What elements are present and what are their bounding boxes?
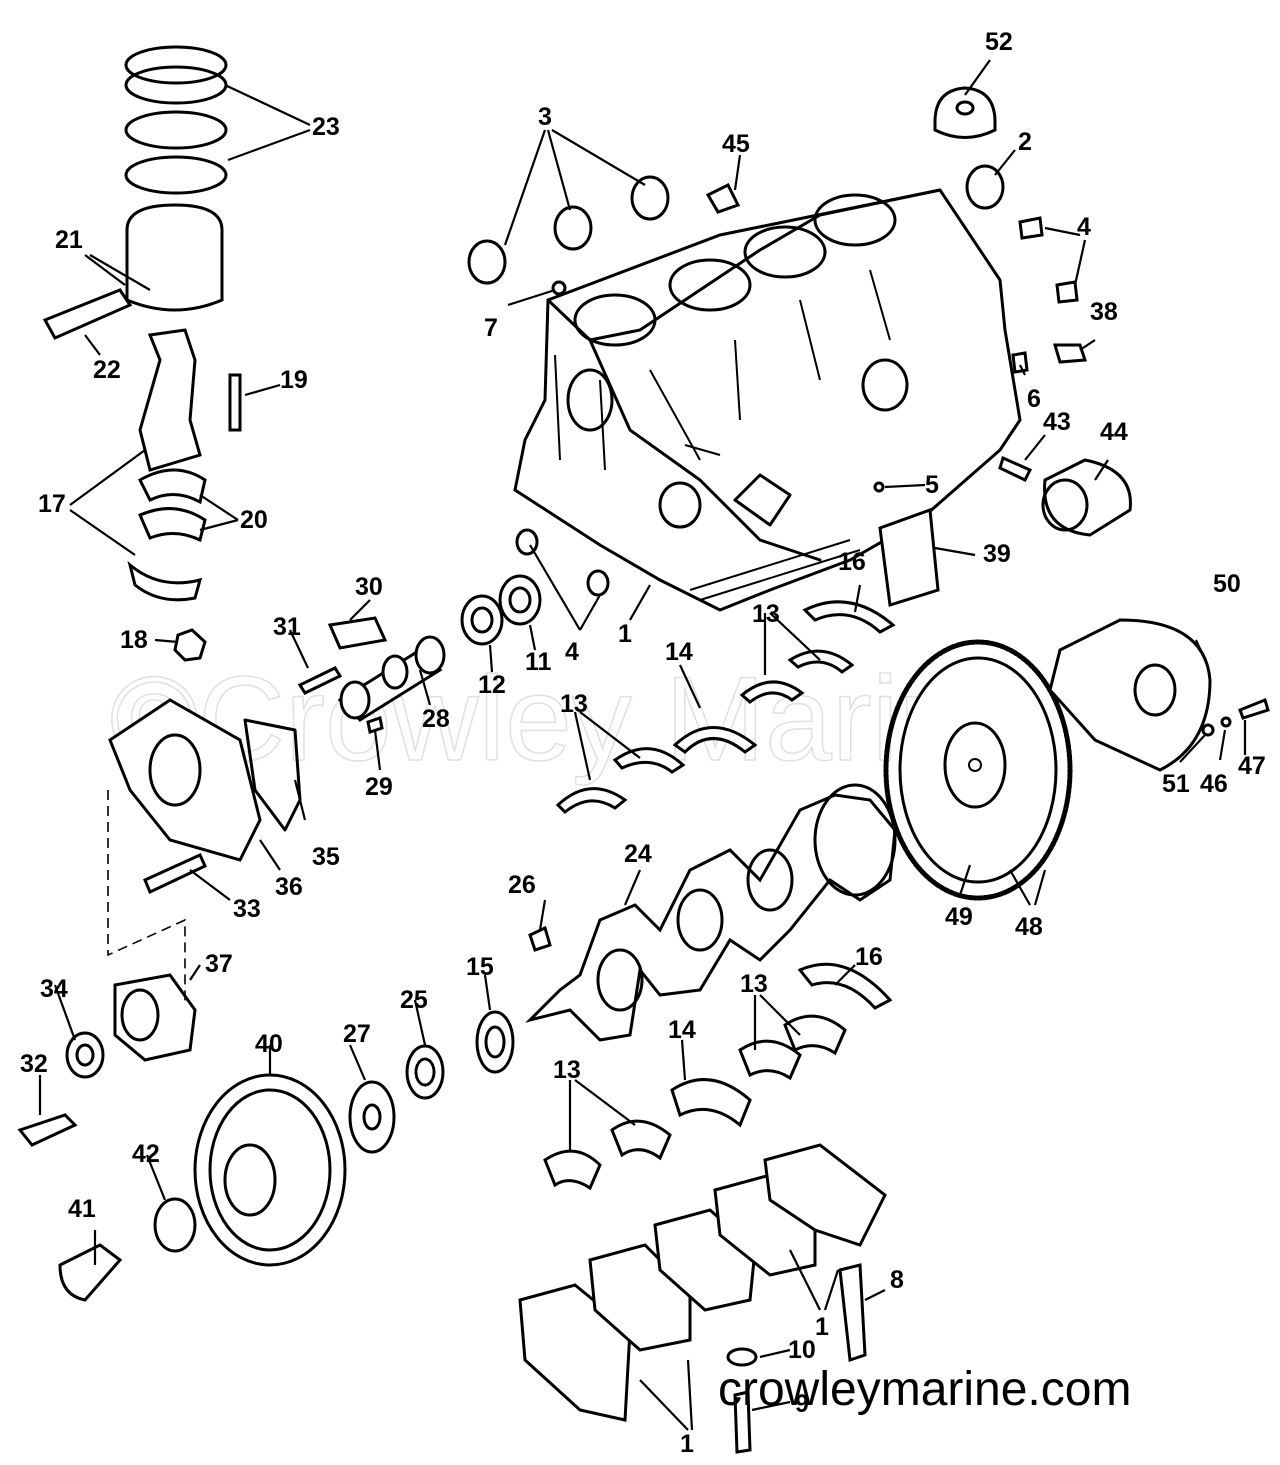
flywheel <box>883 639 1073 901</box>
callout-5: 5 <box>925 471 939 499</box>
callout-48: 48 <box>1015 913 1043 941</box>
callout-10: 10 <box>788 1336 816 1364</box>
cam-bearings <box>460 528 610 646</box>
camshaft <box>297 616 446 734</box>
callout-22: 22 <box>93 356 121 384</box>
upper-bearings <box>555 600 896 815</box>
callout-27: 27 <box>343 1020 371 1048</box>
callout-39: 39 <box>983 540 1011 568</box>
callout-38: 38 <box>1090 298 1118 326</box>
callout-19: 19 <box>280 366 308 394</box>
callout-1-b: 1 <box>815 1313 829 1341</box>
callout-13-d: 13 <box>553 1056 581 1084</box>
callout-30: 30 <box>355 573 383 601</box>
callout-25: 25 <box>400 986 428 1014</box>
callout-labels: 1 2 3 4 5 6 7 8 9 10 11 12 13 14 15 16 1… <box>20 28 1266 1458</box>
callout-9: 9 <box>795 1390 809 1418</box>
callout-4-b: 4 <box>565 638 579 666</box>
callout-20: 20 <box>240 506 268 534</box>
leader-lines <box>38 59 1247 1431</box>
callout-44: 44 <box>1100 418 1128 446</box>
lower-bearings <box>543 962 893 1191</box>
callout-21: 21 <box>55 226 83 254</box>
callout-28: 28 <box>422 705 450 733</box>
front-drive <box>58 1010 515 1302</box>
callout-43: 43 <box>1043 408 1071 436</box>
callout-31: 31 <box>273 613 301 641</box>
callout-16: 16 <box>838 548 866 576</box>
callout-6: 6 <box>1027 385 1041 413</box>
callout-52: 52 <box>985 28 1013 56</box>
watermark: ©Crowley Marine <box>110 652 1032 786</box>
callout-7: 7 <box>484 314 498 342</box>
callout-29: 29 <box>365 773 393 801</box>
crankshaft <box>525 783 897 1042</box>
cover-plate <box>878 507 940 607</box>
timing-covers <box>17 698 302 1147</box>
callout-32: 32 <box>20 1050 48 1078</box>
callout-13-b: 13 <box>560 690 588 718</box>
callout-18: 18 <box>120 626 148 654</box>
callout-11: 11 <box>525 648 552 676</box>
small-fittings <box>551 182 1088 493</box>
callout-14-b: 14 <box>668 1016 696 1044</box>
callout-12: 12 <box>478 671 506 699</box>
callout-3: 3 <box>538 103 552 131</box>
callout-4: 4 <box>1077 213 1091 241</box>
callout-2: 2 <box>1018 128 1032 156</box>
callout-13-c: 13 <box>740 970 768 998</box>
callout-14: 14 <box>665 638 693 666</box>
callout-15: 15 <box>466 953 494 981</box>
callout-26: 26 <box>508 871 536 899</box>
callout-47: 47 <box>1238 752 1266 780</box>
flywheel-housing <box>1048 618 1270 772</box>
callout-13: 13 <box>752 600 780 628</box>
callout-33: 33 <box>233 895 261 923</box>
oil-filter <box>998 455 1132 537</box>
callout-51: 51 <box>1162 770 1190 798</box>
callout-37: 37 <box>205 950 233 978</box>
freeze-plugs <box>467 164 1005 285</box>
website-url: crowleymarine.com <box>718 1363 1131 1416</box>
callout-24: 24 <box>624 840 652 868</box>
piston-assembly <box>42 45 242 662</box>
callout-17: 17 <box>38 490 66 518</box>
callout-23: 23 <box>312 113 340 141</box>
callout-40: 40 <box>255 1030 283 1058</box>
callout-41: 41 <box>68 1195 96 1223</box>
callout-8: 8 <box>890 1266 904 1294</box>
oil-cap <box>933 86 997 139</box>
callout-34: 34 <box>40 975 68 1003</box>
callout-45: 45 <box>722 130 750 158</box>
callout-1: 1 <box>618 620 632 648</box>
callout-42: 42 <box>132 1140 160 1168</box>
callout-1-c: 1 <box>680 1430 694 1458</box>
callout-16-b: 16 <box>855 943 883 971</box>
callout-50: 50 <box>1213 570 1241 598</box>
callout-36: 36 <box>275 873 303 901</box>
engine-block <box>513 188 1022 612</box>
callout-35: 35 <box>312 843 340 871</box>
callout-49: 49 <box>945 903 973 931</box>
callout-46: 46 <box>1200 770 1228 798</box>
